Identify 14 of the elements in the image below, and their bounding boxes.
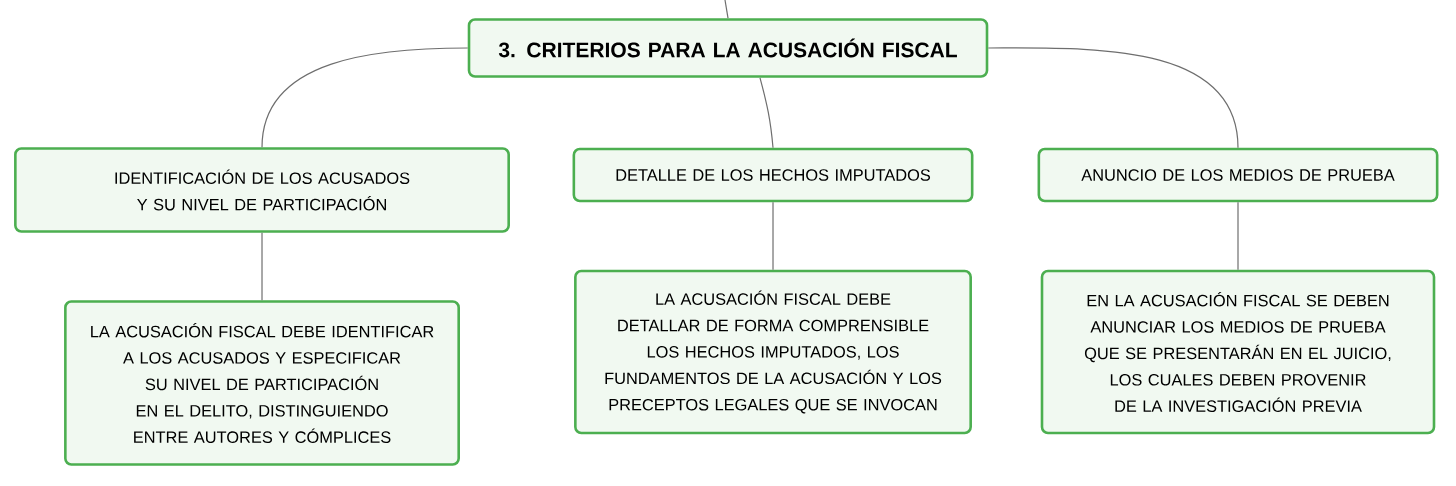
connector-line: [987, 47, 1239, 149]
connector-line: [772, 201, 774, 271]
description-box: EN LA ACUSACIÓN FISCAL SE DEBEN ANUNCIAR LOS MEDIOS DE PRUEBA QUE SE PRESENTARÁN EN EL JUICIO, LOS CUALES DEBEN PROVENIR DE LA INVESTIGACIÓN PREVIA: [1040, 269, 1436, 435]
topic-box: ANUNCIO DE LOS MEDIOS DE PRUEBA: [1037, 147, 1439, 203]
description-box: LA ACUSACIÓN FISCAL DEBE IDENTIFICAR A LOS ACUSADOS Y ESPECIFICAR SU NIVEL DE PARTICIPACIÓN EN EL DELITO, DISTINGUIENDO ENTRE AUTORES Y CÓMPLICES: [64, 300, 460, 466]
connector-line: [261, 47, 469, 148]
connector-line: [724, 0, 729, 19]
connector-line: [759, 77, 774, 149]
description-box: LA ACUSACIÓN FISCAL DEBE DETALLAR DE FORMA COMPRENSIBLE LOS HECHOS IMPUTADOS, LOS FUNDAMENTOS DE LA ACUSACIÓN Y LOS PRECEPTOS LEGALES QUE SE INVOCAN: [574, 269, 972, 435]
topic-box: IDENTIFICACIÓN DE LOS ACUSADOS Y SU NIVEL DE PARTICIPACIÓN: [14, 147, 510, 233]
connector-line: [1237, 201, 1239, 271]
connector-line: [261, 232, 263, 301]
topic-box: DETALLE DE LOS HECHOS IMPUTADOS: [572, 147, 974, 203]
title-box: 3. CRITERIOS PARA LA ACUSACIÓN FISCAL: [467, 18, 989, 78]
